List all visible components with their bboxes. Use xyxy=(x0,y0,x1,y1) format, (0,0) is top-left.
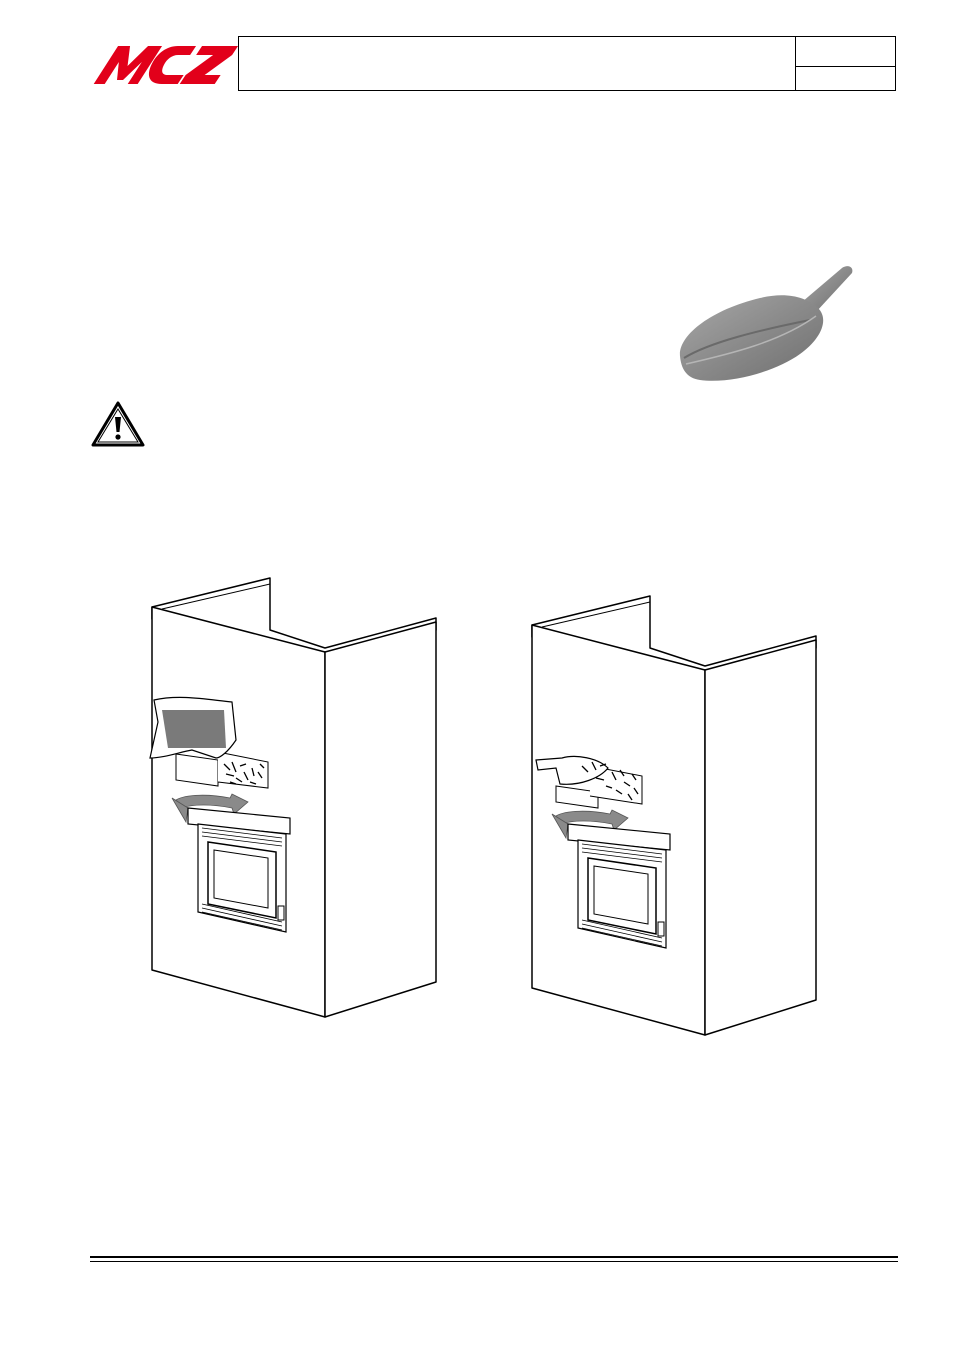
figure-load-with-bag xyxy=(149,577,437,1018)
header-divider xyxy=(795,66,896,67)
footer-rule xyxy=(90,1256,898,1258)
pellet-scoop-icon xyxy=(679,266,853,381)
figure-load-with-scoop xyxy=(531,595,817,1036)
mcz-logo xyxy=(93,46,239,84)
warning-triangle-icon xyxy=(91,401,145,447)
header-revision-box xyxy=(795,36,896,91)
header-title-box xyxy=(238,36,896,91)
footer-rule-thin xyxy=(90,1261,898,1262)
